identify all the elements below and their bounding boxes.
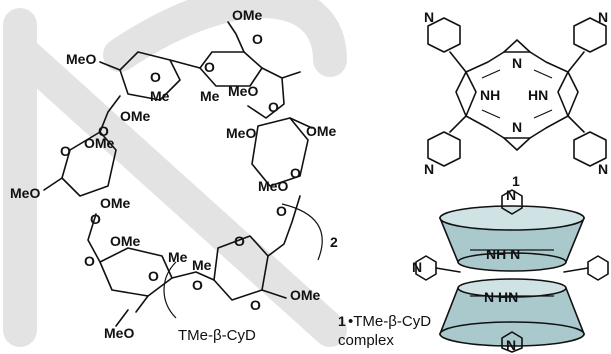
pyridine-nitrogen-label: N	[424, 161, 434, 177]
ring-oxygen-label: O	[84, 253, 95, 269]
complex-hn-label: N HN	[484, 289, 518, 305]
watermark	[3, 0, 347, 347]
pyridine-nitrogen-label: N	[598, 161, 608, 177]
complex-caption-line2: complex	[338, 332, 394, 349]
complex-nh-label: NH N	[486, 246, 520, 262]
pyrrole-nitrogen-label: N	[512, 55, 522, 71]
cyclodextrin-structure	[43, 21, 323, 327]
pyrrole-nitrogen-label: N	[512, 119, 522, 135]
cyclodextrin-caption: TMe-β-CyD	[178, 327, 256, 344]
substituent-label: MeO	[228, 83, 258, 99]
complex-number: 1	[338, 313, 346, 329]
substituent-label: Me	[200, 88, 220, 104]
substituent-label: O	[192, 277, 203, 293]
pyrrole-nh-label: NH	[480, 87, 500, 103]
substituent-label: OMe	[306, 123, 337, 139]
pyrrole-nh-label: HN	[528, 87, 548, 103]
complex-nitrogen-label: N	[506, 187, 516, 203]
ring-oxygen-label: O	[290, 165, 301, 181]
substituent-label: OMe	[84, 135, 115, 151]
inclusion-complex	[415, 189, 609, 353]
ring-oxygen-label: O	[90, 211, 101, 227]
substituent-label: O	[150, 69, 161, 85]
substituent-label: MeO	[226, 125, 256, 141]
substituent-label: OMe	[290, 287, 321, 303]
ring-oxygen-label: O	[250, 297, 261, 313]
substituent-label: Me	[150, 88, 170, 104]
pyridine-nitrogen-label: N	[598, 9, 608, 25]
substituent-label: OMe	[100, 195, 131, 211]
ring-oxygen-label: O	[268, 99, 279, 115]
ring-oxygen-label: O	[204, 59, 215, 75]
complex-nitrogen-label: N	[506, 337, 516, 353]
ring-oxygen-label: O	[234, 233, 245, 249]
complex-nitrogen-label: N	[412, 259, 422, 275]
substituent-label: OMe	[110, 233, 141, 249]
ring-oxygen-label: O	[60, 143, 71, 159]
substituent-label: MeO	[10, 185, 40, 201]
substituent-label: MeO	[66, 51, 96, 67]
complex-caption: •TMe-β-CyD	[348, 313, 431, 330]
ring-oxygen-label: O	[252, 31, 263, 47]
substituent-label: MeO	[104, 325, 134, 341]
substituent-label: OMe	[120, 108, 151, 124]
porphyrin-labels: N N N N N N NH HN 1	[424, 9, 608, 189]
ring-oxygen-label: O	[98, 123, 109, 139]
repeat-count: 2	[330, 234, 338, 250]
compound-number: 1	[512, 173, 520, 189]
ring-oxygen-label: O	[148, 268, 159, 284]
substituent-label: OMe	[232, 7, 263, 23]
complex-labels: N NH N N N HN N 1 •TMe-β-CyD complex	[338, 187, 520, 353]
substituent-label: Me	[192, 257, 212, 273]
substituent-label: MeO	[258, 178, 288, 194]
substituent-label: Me	[168, 249, 188, 265]
pyridine-nitrogen-label: N	[424, 9, 434, 25]
cyclodextrin-labels: OMe MeO O Me OMe Me MeO MeO OMe MeO OMe …	[10, 7, 338, 344]
porphyrin-structure	[427, 17, 607, 167]
ring-oxygen-label: O	[276, 203, 287, 219]
